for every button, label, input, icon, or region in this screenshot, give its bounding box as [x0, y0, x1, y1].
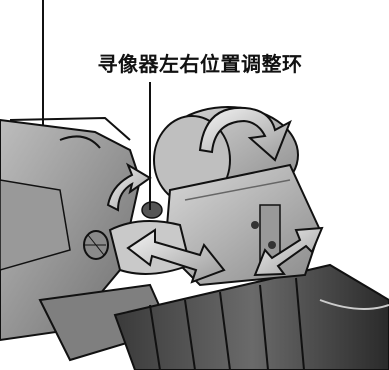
slide-arrow-horizontal: [126, 228, 226, 284]
adjustment-ring-label: 寻像器左右位置调整环: [97, 52, 303, 76]
rotation-arrow: [198, 106, 292, 162]
tilt-arrow-diagonal: [253, 226, 324, 277]
camera-body: [0, 116, 172, 362]
rotation-arrow-small: [106, 162, 152, 212]
